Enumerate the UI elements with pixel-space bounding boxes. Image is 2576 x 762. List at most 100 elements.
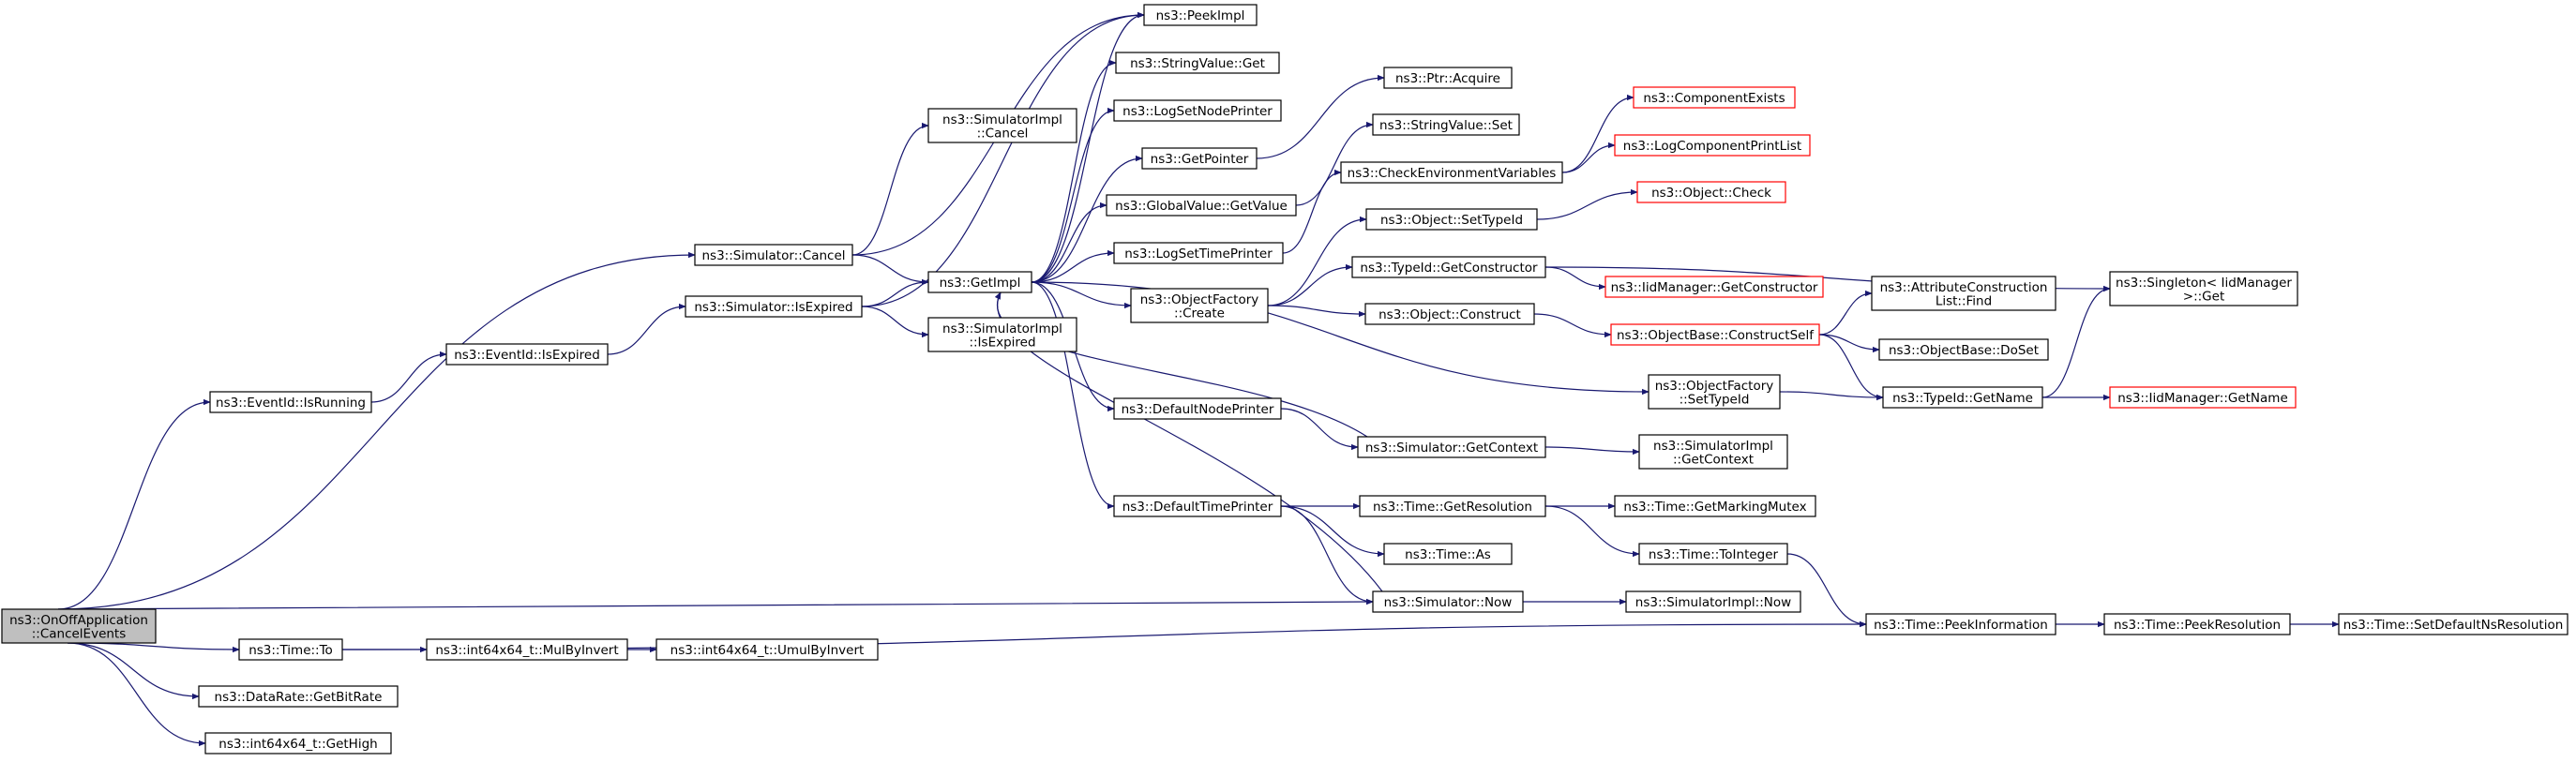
node-simCancel[interactable]: ns3::Simulator::Cancel bbox=[694, 244, 853, 266]
node-timeSetDefaultNs[interactable]: ns3::Time::SetDefaultNsResolution bbox=[2338, 613, 2568, 635]
node-simExpired[interactable]: ns3::Simulator::IsExpired bbox=[685, 295, 863, 318]
node-simNow[interactable]: ns3::Simulator::Now bbox=[1372, 590, 1524, 613]
node-mulByInvert[interactable]: ns3::int64x64_t::MulByInvert bbox=[426, 638, 628, 661]
node-label: ns3::Time::PeekResolution bbox=[2114, 618, 2281, 633]
node-iidGetCtor[interactable]: ns3::IidManager::GetConstructor bbox=[1604, 276, 1824, 298]
node-label: ns3::SimulatorImpl bbox=[942, 112, 1062, 127]
node-getBitRate[interactable]: ns3::DataRate::GetBitRate bbox=[198, 685, 399, 708]
node-box bbox=[1141, 147, 1258, 170]
node-simImplExpired[interactable]: ns3::SimulatorImpl::IsExpired bbox=[927, 317, 1077, 352]
node-defTimePrinter[interactable]: ns3::DefaultTimePrinter bbox=[1113, 495, 1282, 517]
node-objBaseConstruct[interactable]: ns3::ObjectBase::ConstructSelf bbox=[1610, 323, 1820, 346]
node-evExpired[interactable]: ns3::EventId::IsExpired bbox=[445, 343, 609, 366]
node-objSetTypeId[interactable]: ns3::Object::SetTypeId bbox=[1365, 208, 1538, 231]
node-label: ns3::OnOffApplication bbox=[9, 613, 148, 628]
edge-simCancel-to-simImplCancel bbox=[851, 122, 929, 256]
node-timePeekInfo[interactable]: ns3::Time::PeekInformation bbox=[1865, 613, 2056, 635]
node-typeIdGetCtor[interactable]: ns3::TypeId::GetConstructor bbox=[1351, 256, 1546, 278]
node-box bbox=[1865, 613, 2056, 635]
node-timeGetRes[interactable]: ns3::Time::GetResolution bbox=[1359, 495, 1546, 517]
edge-getImpl-to-ofSetTypeId bbox=[1031, 281, 1650, 396]
edge-gvGetValue-to-strValSet bbox=[1295, 121, 1374, 206]
node-iidGetName[interactable]: ns3::IidManager::GetName bbox=[2109, 386, 2297, 409]
node-box bbox=[1372, 113, 1520, 136]
node-label: ns3::Time::SetDefaultNsResolution bbox=[2343, 618, 2564, 633]
node-peekImpl[interactable]: ns3::PeekImpl bbox=[1143, 4, 1258, 26]
edge-simGetContext-to-simImplGetContext bbox=[1544, 446, 1640, 456]
node-simGetContext[interactable]: ns3::Simulator::GetContext bbox=[1357, 436, 1546, 458]
nodes-layer: ns3::OnOffApplication::CancelEventsns3::… bbox=[1, 4, 2568, 755]
node-box bbox=[1115, 52, 1280, 74]
node-box bbox=[1871, 276, 2056, 311]
node-label: ns3::SimulatorImpl bbox=[942, 321, 1062, 336]
edge-getImpl-to-peekImpl bbox=[1031, 11, 1145, 283]
edge-evRunning-to-evExpired bbox=[370, 351, 447, 403]
node-label: ns3::DataRate::GetBitRate bbox=[215, 690, 383, 705]
node-singletonGet[interactable]: ns3::Singleton< IidManager>::Get bbox=[2109, 271, 2298, 306]
node-box bbox=[1357, 436, 1546, 458]
edge-getImpl-to-logSetTime bbox=[1031, 249, 1115, 283]
node-timePeekRes[interactable]: ns3::Time::PeekResolution bbox=[2103, 613, 2291, 635]
node-objConstruct[interactable]: ns3::Object::Construct bbox=[1364, 303, 1535, 325]
node-label: ns3::ObjectFactory bbox=[1655, 379, 1774, 394]
edge-ofSetTypeId-to-typeIdGetName bbox=[1779, 391, 1884, 401]
node-strValSet[interactable]: ns3::StringValue::Set bbox=[1372, 113, 1520, 136]
node-label: ::CancelEvents bbox=[32, 626, 127, 641]
node-timeToInteger[interactable]: ns3::Time::ToInteger bbox=[1638, 543, 1788, 565]
node-compExists[interactable]: ns3::ComponentExists bbox=[1633, 86, 1796, 109]
node-logSetNode[interactable]: ns3::LogSetNodePrinter bbox=[1113, 99, 1282, 122]
node-label: ns3::LogSetTimePrinter bbox=[1124, 247, 1273, 261]
node-timeAs[interactable]: ns3::Time::As bbox=[1383, 543, 1513, 565]
node-logSetTime[interactable]: ns3::LogSetTimePrinter bbox=[1113, 242, 1284, 264]
node-box bbox=[1614, 134, 1811, 157]
node-objCheck[interactable]: ns3::Object::Check bbox=[1636, 181, 1786, 203]
node-label: ns3::DefaultNodePrinter bbox=[1122, 402, 1274, 417]
node-timeGetMarking[interactable]: ns3::Time::GetMarkingMutex bbox=[1614, 495, 1816, 517]
node-ofSetTypeId[interactable]: ns3::ObjectFactory::SetTypeId bbox=[1648, 374, 1781, 410]
node-label: ::Create bbox=[1174, 306, 1225, 321]
node-evRunning[interactable]: ns3::EventId::IsRunning bbox=[209, 391, 372, 413]
node-box bbox=[204, 732, 392, 755]
node-checkEnv[interactable]: ns3::CheckEnvironmentVariables bbox=[1340, 161, 1563, 184]
node-ofCreate[interactable]: ns3::ObjectFactory::Create bbox=[1130, 288, 1269, 323]
edge-root-to-simNow bbox=[57, 598, 1374, 610]
node-getPointer[interactable]: ns3::GetPointer bbox=[1141, 147, 1258, 170]
node-timeTo[interactable]: ns3::Time::To bbox=[238, 638, 343, 661]
edge-objBaseConstruct-to-typeIdGetName bbox=[1818, 334, 1884, 401]
node-root[interactable]: ns3::OnOffApplication::CancelEvents bbox=[1, 608, 157, 644]
node-umulByInvert[interactable]: ns3::int64x64_t::UmulByInvert bbox=[655, 638, 879, 661]
node-box bbox=[1365, 208, 1538, 231]
node-getImpl[interactable]: ns3::GetImpl bbox=[927, 271, 1032, 293]
node-defNodePrinter[interactable]: ns3::DefaultNodePrinter bbox=[1113, 397, 1282, 420]
node-label: ns3::Simulator::GetContext bbox=[1365, 441, 1538, 456]
edge-getImpl-to-gvGetValue bbox=[1031, 202, 1107, 283]
node-box bbox=[209, 391, 372, 413]
node-getHigh[interactable]: ns3::int64x64_t::GetHigh bbox=[204, 732, 392, 755]
edge-getImpl-to-getPointer bbox=[1031, 155, 1143, 283]
node-strValGet[interactable]: ns3::StringValue::Get bbox=[1115, 52, 1280, 74]
edge-ofCreate-to-objConstruct bbox=[1267, 305, 1366, 318]
node-label: ns3::Object::SetTypeId bbox=[1380, 213, 1523, 228]
node-simImplCancel[interactable]: ns3::SimulatorImpl::Cancel bbox=[927, 108, 1077, 143]
node-box bbox=[1604, 276, 1824, 298]
node-label: List::Find bbox=[1936, 293, 1992, 308]
edge-getImpl-to-ofCreate bbox=[1031, 281, 1132, 309]
node-ptrAcquire[interactable]: ns3::Ptr::Acquire bbox=[1383, 67, 1513, 89]
node-simImplGetContext[interactable]: ns3::SimulatorImpl::GetContext bbox=[1638, 434, 1788, 470]
node-gvGetValue[interactable]: ns3::GlobalValue::GetValue bbox=[1106, 194, 1297, 217]
node-typeIdGetName[interactable]: ns3::TypeId::GetName bbox=[1882, 386, 2043, 409]
edge-simExpired-to-simImplExpired bbox=[861, 306, 929, 338]
node-box bbox=[426, 638, 628, 661]
node-simImplNow[interactable]: ns3::SimulatorImpl::Now bbox=[1625, 590, 1801, 613]
node-box bbox=[927, 108, 1077, 143]
edge-timeTo-to-timePeekInfo bbox=[341, 620, 1867, 650]
edge-timeToInteger-to-timePeekInfo bbox=[1786, 553, 1867, 628]
node-box bbox=[1610, 323, 1820, 346]
node-logCompPrint[interactable]: ns3::LogComponentPrintList bbox=[1614, 134, 1811, 157]
node-label: ns3::Time::PeekInformation bbox=[1874, 618, 2048, 633]
edge-getImpl-to-defTimePrinter bbox=[1031, 281, 1115, 510]
node-objBaseDoSet[interactable]: ns3::ObjectBase::DoSet bbox=[1878, 338, 2049, 361]
node-label: ns3::int64x64_t::GetHigh bbox=[218, 737, 377, 752]
